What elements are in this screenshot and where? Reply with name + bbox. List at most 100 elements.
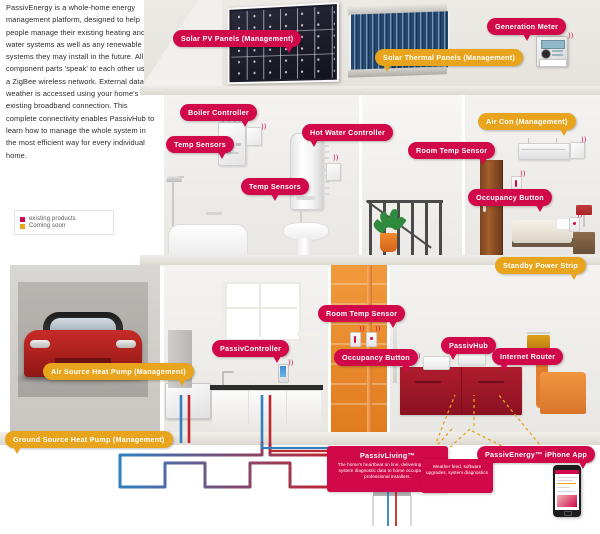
callout-occupancy-button-1[interactable]: Occupancy Button bbox=[468, 189, 552, 211]
iphone-screen[interactable] bbox=[555, 470, 579, 510]
window-mullion-horizontal bbox=[225, 307, 297, 309]
rail-baluster bbox=[425, 200, 428, 256]
car-windscreen bbox=[50, 318, 116, 333]
sideboard-handle bbox=[415, 381, 441, 383]
app-header-bar bbox=[555, 470, 579, 474]
stair-tread bbox=[331, 283, 387, 285]
callout-ground-source-heat-pump[interactable]: Ground Source Heat Pump (Management) bbox=[5, 431, 173, 453]
callout-air-source-heat-pump[interactable]: Air Source Heat Pump (Management) bbox=[43, 363, 194, 385]
occupancy-button-device[interactable] bbox=[366, 332, 377, 347]
stair-tread bbox=[331, 323, 387, 325]
solar-thermal-panel bbox=[348, 3, 450, 78]
callout-boiler-controller[interactable]: Boiler Controller bbox=[180, 104, 257, 126]
kitchen-window bbox=[225, 282, 301, 341]
plant-pot bbox=[380, 233, 397, 252]
callout-room-temp-sensor-1[interactable]: Room Temp Sensor bbox=[408, 142, 496, 164]
legend-item-coming-soon: Coming soon bbox=[20, 223, 108, 229]
car-headlight bbox=[116, 340, 136, 348]
cabinet-divider bbox=[248, 390, 249, 424]
aircon-bracket bbox=[556, 138, 557, 144]
meter-display bbox=[541, 40, 565, 49]
boiler-button bbox=[236, 143, 241, 146]
boiler-vent bbox=[221, 152, 239, 154]
zigbee-signal-icon: )) bbox=[568, 32, 574, 40]
callout-air-con[interactable]: Air Con (Management) bbox=[478, 113, 576, 135]
passivcontroller-screen[interactable] bbox=[279, 366, 286, 377]
callout-occupancy-button-2[interactable]: Occupancy Button bbox=[334, 349, 418, 371]
app-chart-thumbnail bbox=[557, 495, 577, 507]
callout-solar-pv[interactable]: Solar PV Panels (Management) bbox=[173, 30, 302, 52]
air-con-controller-device bbox=[570, 142, 585, 159]
wireless-link bbox=[497, 395, 541, 446]
callout-passivhub[interactable]: PassivHub bbox=[441, 337, 497, 359]
callout-iphone-app[interactable]: PassivEnergy™ iPhone App bbox=[477, 446, 595, 468]
basin-pedestal bbox=[298, 238, 311, 256]
callout-internet-router[interactable]: Internet Router bbox=[492, 348, 564, 370]
legend: existing products Coming soon bbox=[14, 210, 114, 235]
app-text-line bbox=[557, 491, 575, 493]
cylinder-badge bbox=[296, 196, 315, 200]
card-passivliving-body: The home's heartbeat on line, delivering… bbox=[337, 462, 438, 480]
zigbee-signal-icon: )) bbox=[261, 123, 267, 131]
bedside-lamp-shade bbox=[576, 205, 592, 215]
app-text-line bbox=[557, 487, 570, 489]
room-temp-sensor-device bbox=[350, 332, 361, 347]
zigbee-signal-icon: )) bbox=[577, 211, 583, 219]
sideboard-handle bbox=[478, 381, 504, 383]
window-mullion-vertical bbox=[259, 282, 261, 337]
floor-lamp-top bbox=[527, 332, 550, 334]
callout-generation-meter[interactable]: Generation Meter bbox=[487, 18, 567, 40]
occupancy-dot-icon bbox=[572, 221, 577, 225]
door-handle bbox=[483, 205, 486, 212]
iphone-home-button[interactable] bbox=[564, 511, 572, 516]
bath-tap bbox=[206, 212, 222, 215]
nightstand bbox=[573, 232, 595, 254]
card-weather[interactable]: Weather feed, software upgrades, system … bbox=[421, 459, 493, 493]
app-text-line bbox=[557, 477, 577, 479]
aircon-louvre bbox=[521, 149, 565, 150]
passivhub-device bbox=[423, 356, 450, 370]
zigbee-signal-icon: )) bbox=[359, 325, 365, 333]
zigbee-signal-icon: )) bbox=[581, 136, 587, 144]
upper-floor-band bbox=[140, 86, 600, 95]
callout-passivcontroller[interactable]: PassivController bbox=[212, 340, 290, 362]
bedroom-door bbox=[480, 160, 503, 255]
kitchen-shelf-unit bbox=[221, 281, 227, 333]
hot-water-controller-device bbox=[326, 163, 341, 181]
callout-temp-sensors-2[interactable]: Temp Sensors bbox=[241, 178, 309, 200]
meter-bar-1 bbox=[552, 50, 563, 52]
stair-tread bbox=[331, 383, 387, 385]
legend-swatch-existing-icon bbox=[20, 216, 25, 222]
meter-register bbox=[539, 59, 567, 67]
intro-paragraph: PassivEnergy is a whole-home energy mana… bbox=[6, 3, 158, 160]
air-con-unit bbox=[518, 143, 570, 160]
legend-label-existing: existing products bbox=[29, 216, 76, 222]
bedside-lamp-stem bbox=[583, 215, 585, 227]
zigbee-signal-icon: )) bbox=[520, 170, 526, 178]
stair-tread bbox=[331, 403, 387, 405]
rail-handrail bbox=[367, 200, 443, 203]
kitchen-tap bbox=[222, 372, 224, 385]
aircon-bracket bbox=[528, 138, 529, 144]
basin-tap bbox=[300, 210, 302, 223]
legend-swatch-coming-soon-icon bbox=[20, 223, 25, 229]
callout-room-temp-sensor-2[interactable]: Room Temp Sensor bbox=[318, 305, 406, 327]
kitchen-worktop bbox=[210, 385, 323, 390]
rail-baluster bbox=[439, 200, 442, 256]
ground-loop-diagram bbox=[118, 395, 557, 526]
sideboard-divider bbox=[461, 367, 462, 415]
card-weather-body: Weather feed, software upgrades, system … bbox=[426, 464, 488, 476]
callout-hot-water-controller[interactable]: Hot Water Controller bbox=[302, 124, 394, 146]
meter-bar-2 bbox=[552, 54, 563, 56]
callout-temp-sensors-1[interactable]: Temp Sensors bbox=[166, 136, 234, 158]
zigbee-signal-icon: )) bbox=[375, 325, 381, 333]
meter-dial bbox=[541, 49, 551, 59]
shower-head bbox=[166, 176, 182, 182]
callout-standby-power-strip[interactable]: Standby Power Strip bbox=[495, 257, 587, 279]
thermometer-icon bbox=[354, 336, 357, 343]
cabinet-divider bbox=[286, 390, 287, 424]
borehole-casing bbox=[372, 496, 412, 526]
callout-solar-thermal[interactable]: Solar Thermal Panels (Management) bbox=[375, 49, 524, 71]
kitchen-wall-shelf bbox=[297, 332, 325, 336]
